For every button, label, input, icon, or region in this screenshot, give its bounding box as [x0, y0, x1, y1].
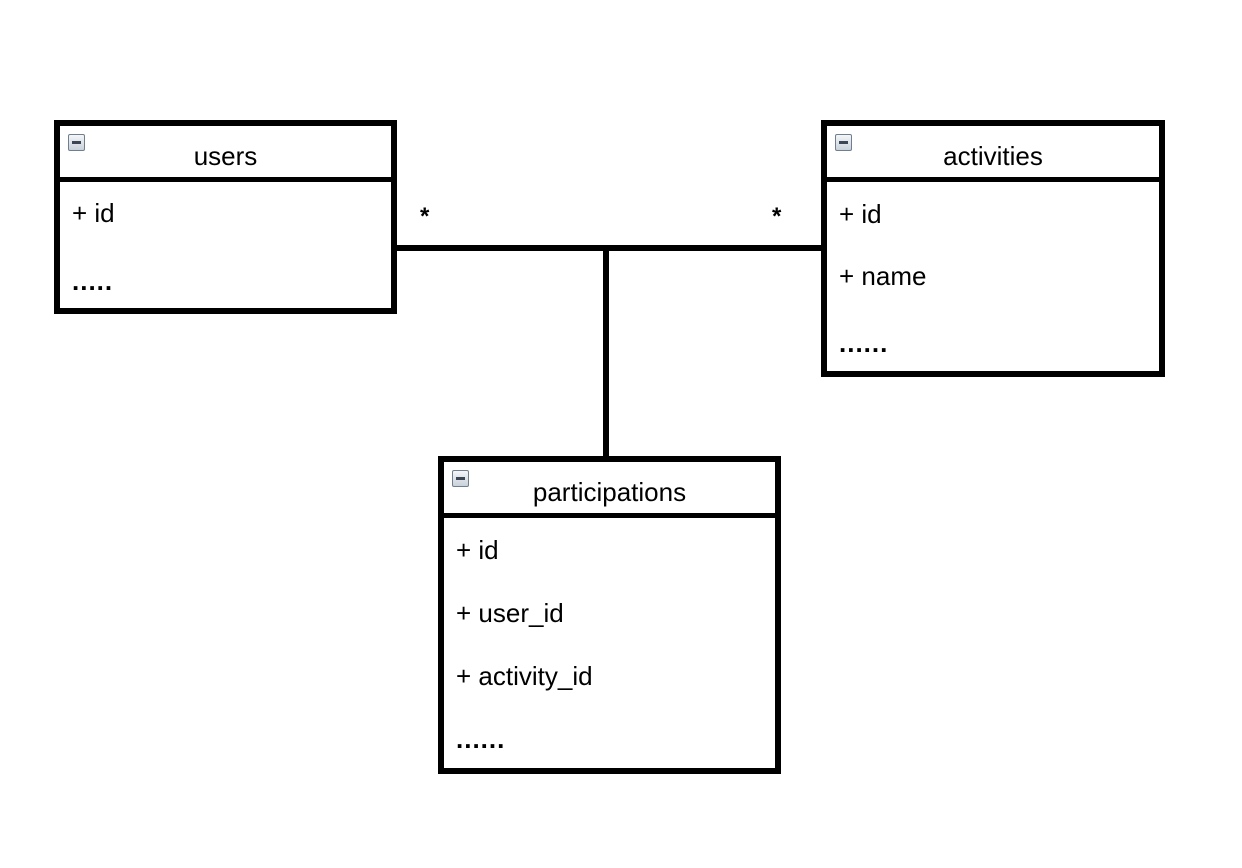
attribute-list: + id ..... — [60, 182, 391, 309]
attribute-row: + activity_id — [456, 661, 593, 691]
attribute-list: + id + user_id + activity_id ...... — [444, 518, 775, 769]
attribute-row: + id — [839, 199, 882, 229]
entity-header: users — [60, 126, 391, 182]
entity-title: users — [193, 141, 258, 171]
attribute-row: + id — [456, 535, 499, 565]
entity-users[interactable]: users + id ..... — [54, 120, 397, 314]
attribute-ellipsis: ...... — [456, 724, 506, 754]
entity-header: participations — [444, 462, 775, 518]
attribute-row: + user_id — [456, 598, 564, 628]
entity-activities[interactable]: activities + id + name ...... — [821, 120, 1165, 377]
attribute-ellipsis: ...... — [839, 328, 889, 358]
collapse-icon[interactable] — [452, 470, 469, 487]
entity-participations[interactable]: participations + id + user_id + activity… — [438, 456, 781, 774]
multiplicity-activities: * — [772, 203, 782, 230]
entity-title: activities — [943, 141, 1043, 171]
collapse-icon[interactable] — [68, 134, 85, 151]
collapse-icon[interactable] — [835, 134, 852, 151]
attribute-row: + name — [839, 261, 927, 291]
entity-title: participations — [532, 477, 687, 507]
attribute-ellipsis: ..... — [72, 266, 114, 296]
attribute-list: + id + name ...... — [827, 182, 1159, 372]
entity-header: activities — [827, 126, 1159, 182]
multiplicity-users: * — [420, 203, 430, 230]
attribute-row: + id — [72, 198, 115, 228]
